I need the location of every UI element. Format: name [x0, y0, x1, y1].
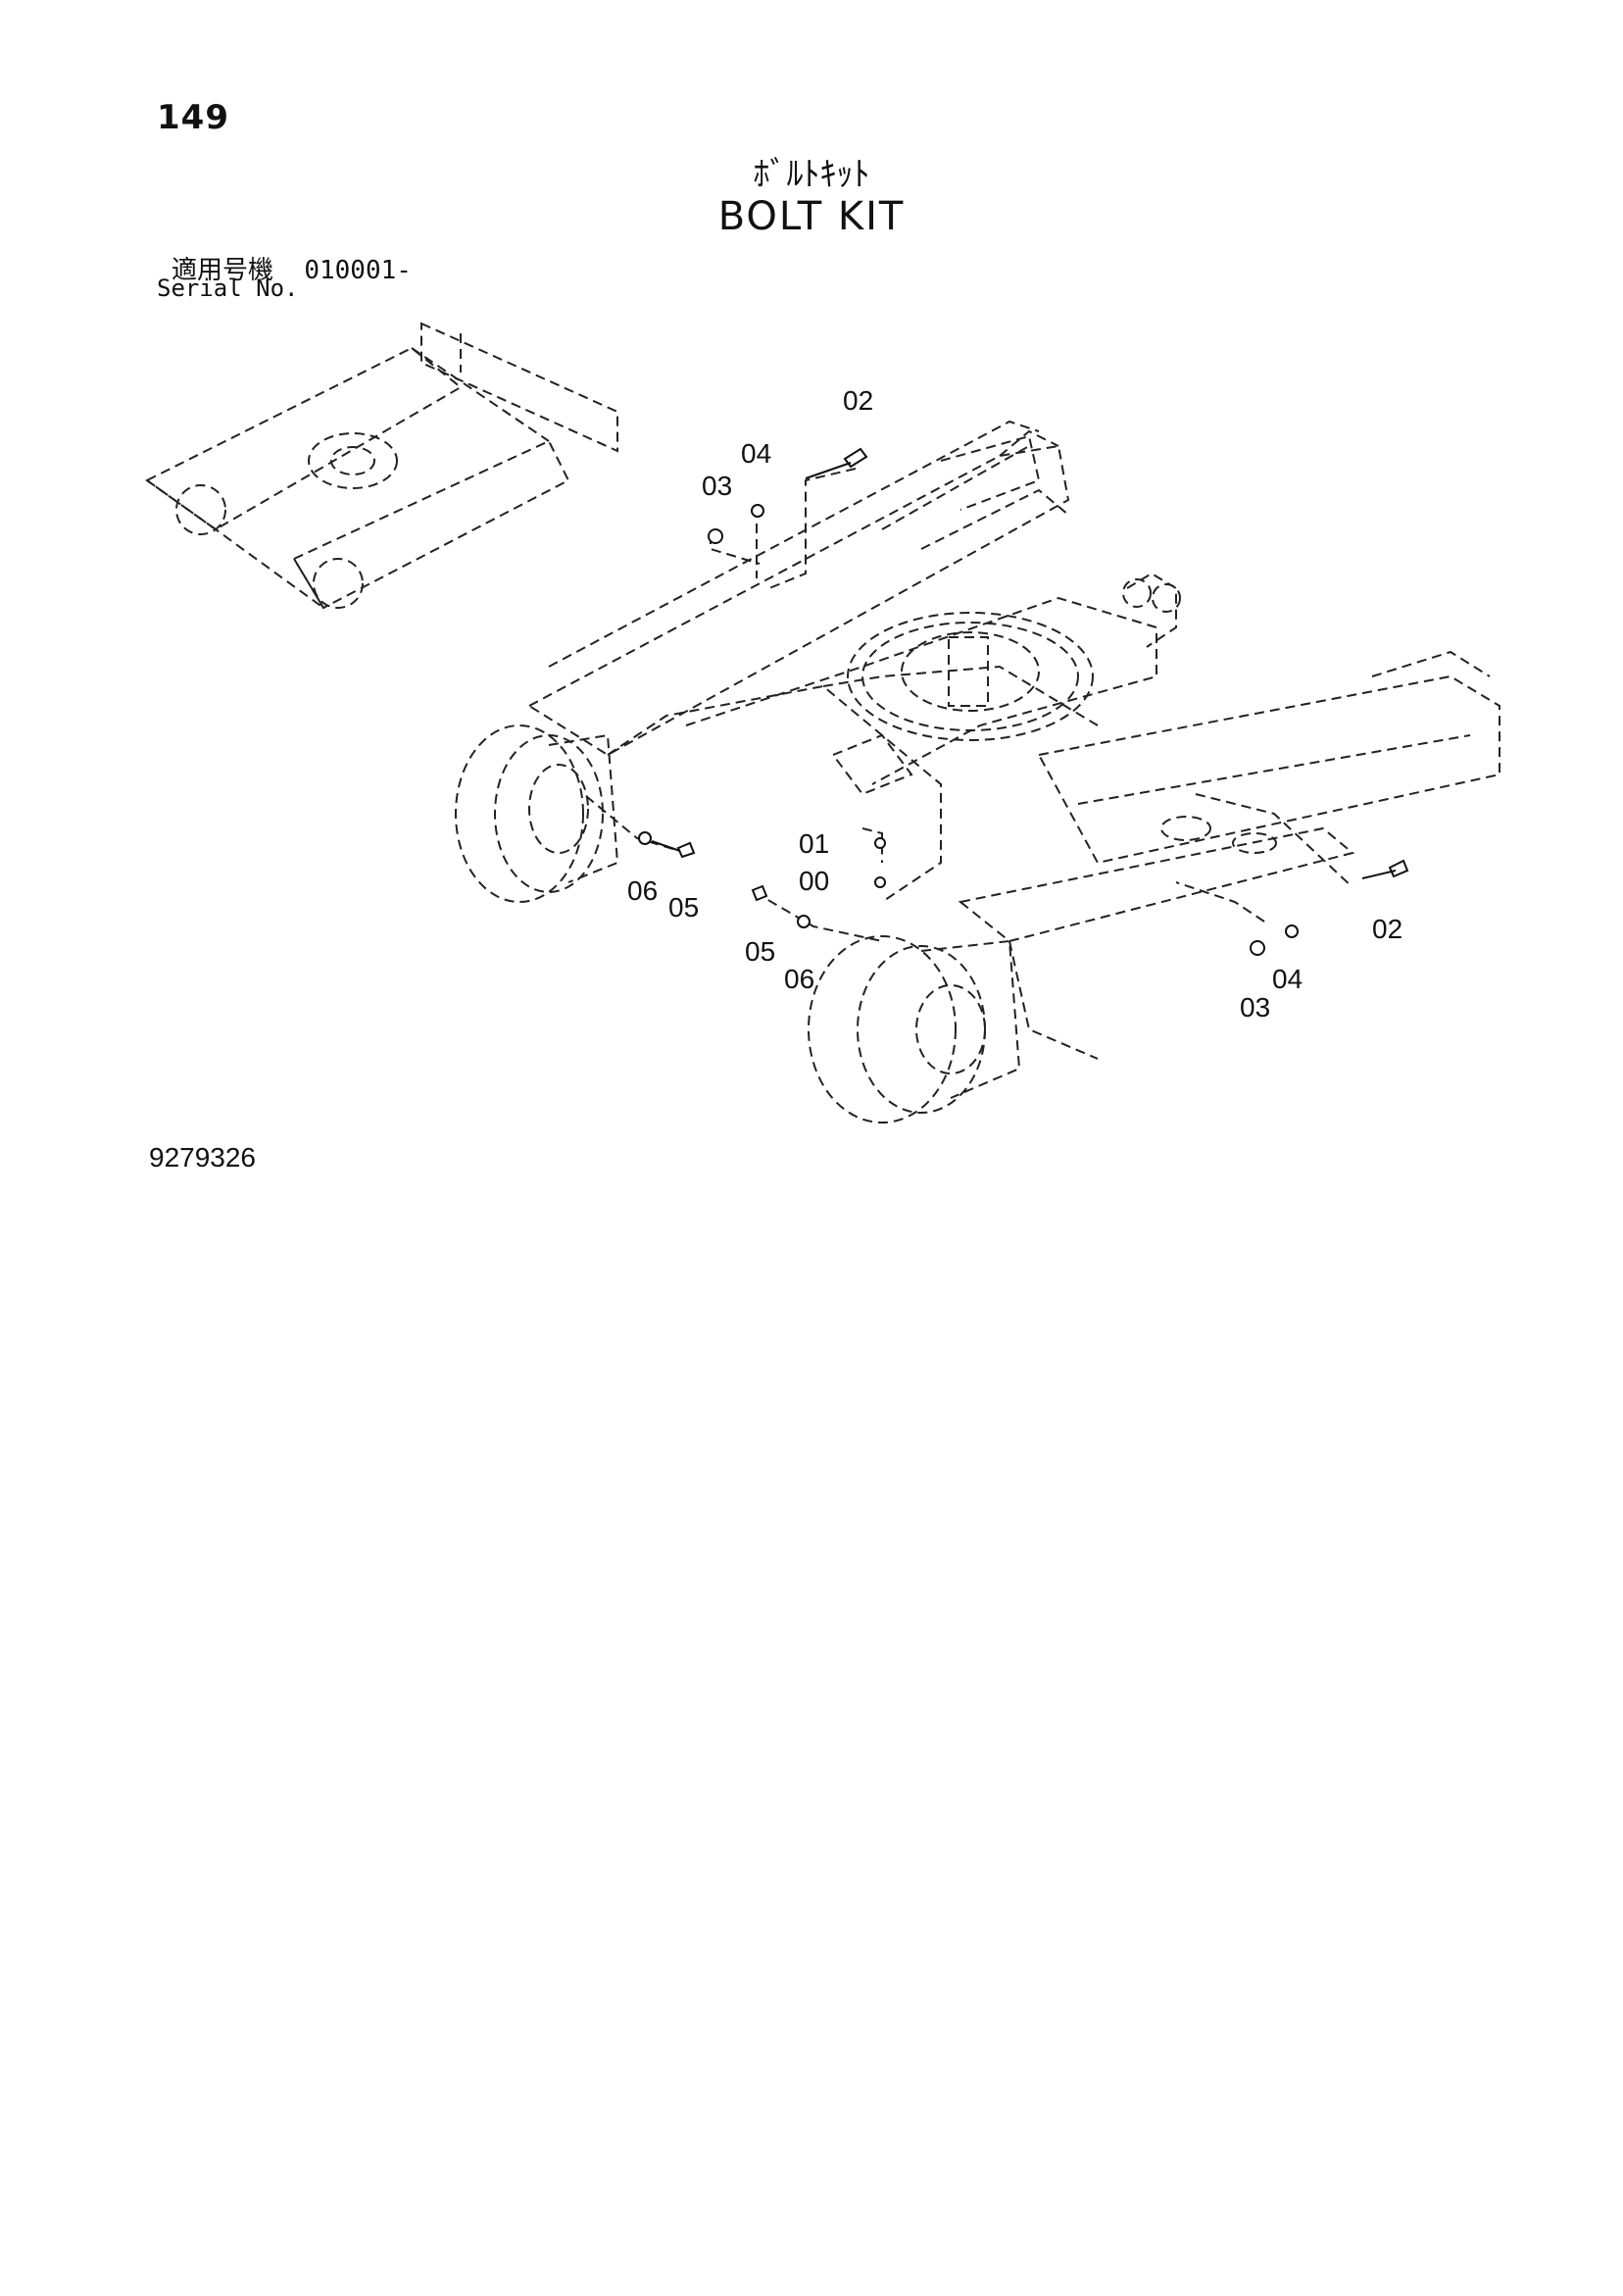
document-number: 9279326	[149, 1142, 257, 1173]
callout-03-right: 03	[1240, 992, 1270, 1023]
callout-02-top: 02	[843, 385, 873, 416]
washer-06-mid	[797, 915, 811, 928]
callout-00: 00	[799, 866, 829, 896]
track-frame	[455, 420, 1500, 1123]
serial-label-ja: 適用号機	[172, 256, 274, 285]
callout-05-left: 05	[668, 892, 699, 923]
callout-05-mid: 05	[745, 936, 775, 967]
bolt-05-left	[651, 840, 696, 859]
nut-03-top	[708, 528, 723, 544]
serial-value: 010001-	[304, 256, 412, 285]
serial-row-ja: 適用号機 010001-	[172, 250, 412, 286]
bolt-02-right	[1361, 859, 1409, 879]
callout-04-right: 04	[1272, 964, 1303, 994]
serial-label-en: Serial No.	[157, 275, 299, 302]
callout-02-right: 02	[1372, 914, 1402, 944]
callout-06-mid: 06	[784, 964, 814, 994]
washer-06-left	[638, 831, 652, 845]
callout-06-left: 06	[627, 875, 658, 906]
nut-03-right	[1250, 940, 1265, 956]
parts-diagram: 02 04 03 06 05 01 00 05 06 02 04 03	[145, 322, 1500, 1123]
bolt-02-top	[805, 447, 868, 479]
callout-04-top: 04	[741, 438, 771, 469]
washer-04-right	[1285, 924, 1299, 938]
callout-01: 01	[799, 828, 829, 859]
title-english: BOLT KIT	[717, 194, 906, 239]
title-japanese: ﾎﾞﾙﾄｷｯﾄ	[753, 155, 870, 194]
page-number: 149	[157, 98, 229, 137]
bolt-01	[874, 837, 886, 849]
overview-inset	[145, 322, 618, 610]
bolt-05-mid	[751, 884, 768, 902]
washer-04-top	[751, 504, 764, 518]
bolt-00	[874, 876, 886, 888]
callout-03-top: 03	[702, 471, 732, 501]
